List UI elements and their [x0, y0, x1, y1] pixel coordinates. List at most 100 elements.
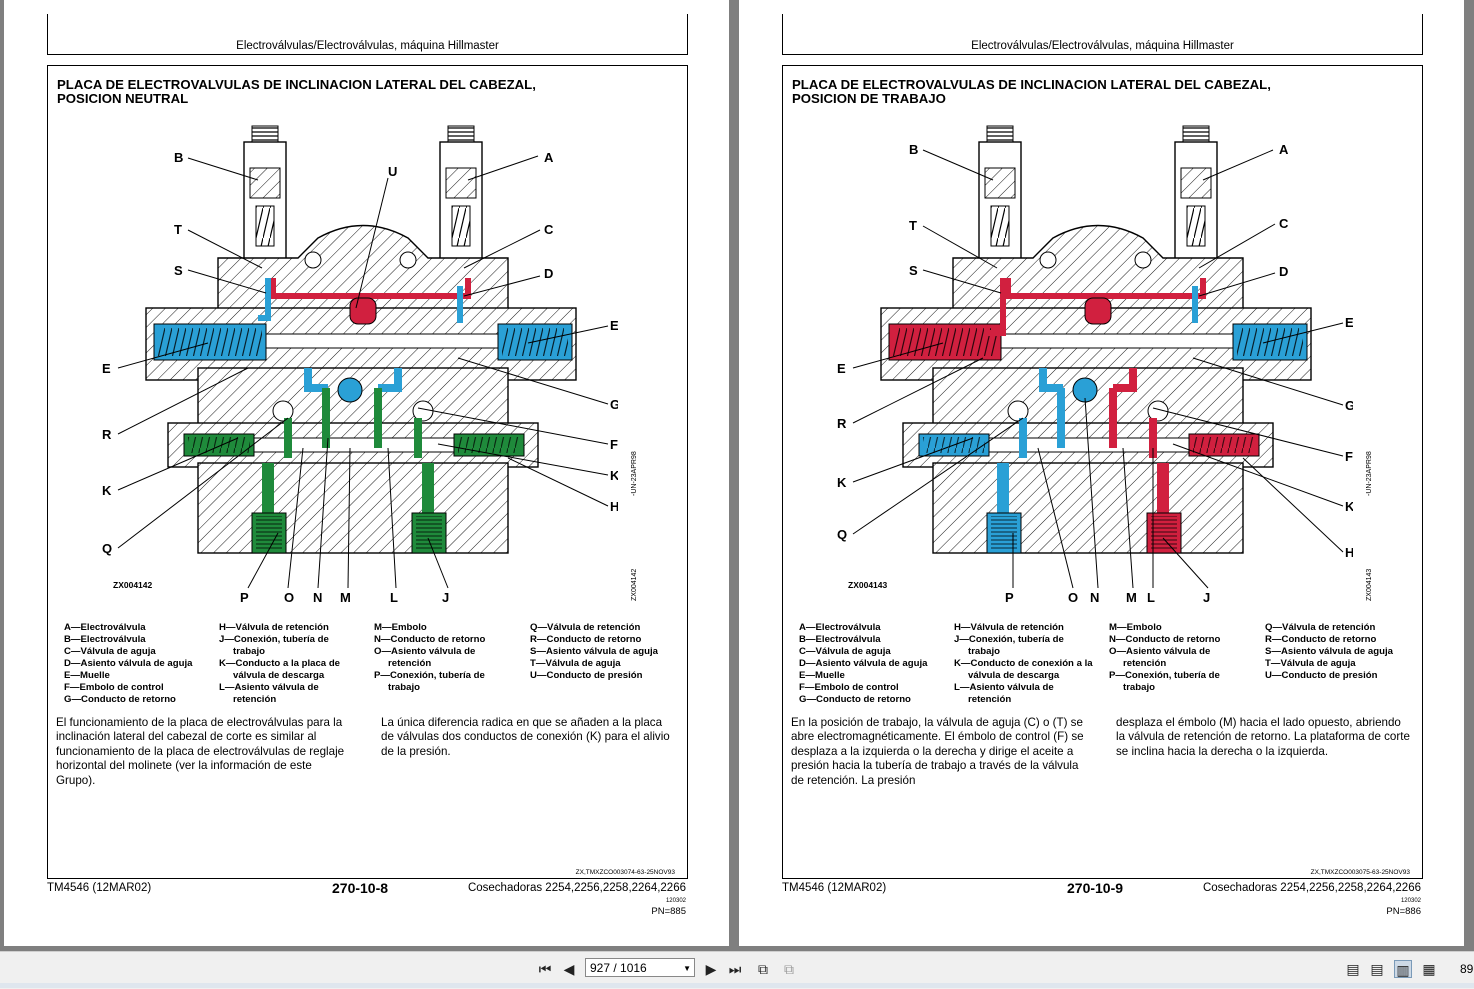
callout-e-left: E — [837, 361, 846, 376]
legend-item: J—Conexión, tubería de trabajo — [954, 634, 1064, 657]
footer-manual-id: TM4546 (12MAR02) — [782, 882, 887, 894]
callout-l: L — [390, 590, 398, 605]
section-title: PLACA DE ELECTROVALVULAS DE INCLINACION … — [57, 78, 657, 106]
section-title-line1: PLACA DE ELECTROVALVULAS DE INCLINACION … — [792, 77, 1271, 92]
single-page-icon: ▤ — [1346, 961, 1360, 977]
continuous-view-button[interactable]: ▤ — [1368, 960, 1386, 978]
figure-side-id: ZX004142 — [631, 568, 638, 601]
last-page-icon: ⏭ — [728, 961, 742, 977]
legend-item: B—Electroválvula — [64, 634, 146, 645]
fit-width-button[interactable]: ⧉ — [780, 960, 798, 978]
legend-item: L—Asiento válvula de retención — [219, 682, 319, 705]
callout-t: T — [909, 218, 917, 233]
legend-column-1: A—Electroválvula B—Electroválvula C—Válv… — [799, 622, 949, 706]
two-page-icon: ▥ — [1396, 962, 1410, 978]
legend-item: R—Conducto de retorno — [530, 634, 642, 645]
footer-date: 120302 — [665, 898, 686, 904]
footer-pn: PN=886 — [1386, 906, 1421, 917]
two-page-continuous-icon: ▦ — [1422, 961, 1436, 977]
figure-id: ZX004143 — [848, 580, 888, 590]
valve-diagram-working: B A T C S D E E R G K F Q K H P O N M L — [837, 125, 1353, 605]
first-page-icon: ⏮ — [538, 961, 552, 977]
content-frame: PLACA DE ELECTROVALVULAS DE INCLINACION … — [782, 65, 1423, 879]
last-page-button[interactable]: ⏭ — [726, 960, 744, 978]
running-head: Electroválvulas/Electroválvulas, máquina… — [971, 40, 1234, 52]
footer-date: 120302 — [1400, 898, 1421, 904]
fit-page-button[interactable]: ⧉ — [754, 960, 772, 978]
previous-page-button[interactable]: ◀ — [560, 960, 578, 978]
legend-item: E—Muelle — [64, 670, 110, 681]
legend-item: K—Conducto a la placa de válvula de desc… — [219, 658, 341, 681]
reference-code: ZX,TMXZCO003075-63-25NOV93 — [1310, 869, 1410, 876]
zoom-level[interactable]: 89 — [1460, 962, 1474, 976]
callout-e-right: E — [1345, 315, 1353, 330]
legend-item: M—Embolo — [374, 622, 427, 633]
legend-item: T—Válvula de aguja — [530, 658, 621, 669]
legend-item: M—Embolo — [1109, 622, 1162, 633]
figure-id: ZX004142 — [113, 580, 153, 590]
callout-e-left: E — [102, 361, 111, 376]
callout-j: J — [442, 590, 449, 605]
legend-item: Q—Válvula de retención — [1265, 622, 1376, 633]
control-spool — [1000, 333, 1234, 349]
figure-side-code: -UN-23APR98 — [1366, 451, 1373, 496]
legend-column-3: M—Embolo N—Conducto de retorno O—Asiento… — [374, 622, 514, 694]
next-page-button[interactable]: ▶ — [702, 960, 720, 978]
callout-n: N — [1090, 590, 1099, 605]
solenoid-a — [1174, 125, 1218, 273]
legend-item: C—Válvula de aguja — [799, 646, 891, 657]
callout-g: G — [1345, 398, 1353, 413]
footer-models: Cosechadoras 2254,2256,2258,2264,2266 — [1202, 882, 1421, 894]
dropdown-arrow-icon: ▼ — [683, 964, 691, 973]
callout-t: T — [174, 222, 182, 237]
two-page-view-button[interactable]: ▥ — [1394, 960, 1412, 978]
legend-item: N—Conducto de retorno — [374, 634, 486, 645]
callout-h: H — [610, 499, 618, 514]
callout-h: H — [1345, 545, 1353, 560]
legend-item: G—Conducto de retorno — [64, 694, 176, 705]
callout-u: U — [388, 164, 397, 179]
callout-q: Q — [837, 527, 847, 542]
page-number-value: 927 / 1016 — [590, 961, 647, 975]
callout-r: R — [837, 416, 847, 431]
control-spool — [265, 333, 499, 349]
pressure-port-u — [349, 297, 377, 325]
legend-item: U—Conducto de presión — [530, 670, 643, 681]
viewer-toolbar: ⏮ ◀ 927 / 1016 ▼ ▶ ⏭ ⧉ ⧉ ▤ ▤ ▥ ▦ 89 — [0, 951, 1474, 989]
callout-b: B — [909, 142, 918, 157]
legend-item: R—Conducto de retorno — [1265, 634, 1377, 645]
single-page-view-button[interactable]: ▤ — [1344, 960, 1362, 978]
callout-r: R — [102, 427, 112, 442]
callout-a: A — [544, 150, 554, 165]
legend-column-3: M—Embolo N—Conducto de retorno O—Asiento… — [1109, 622, 1249, 694]
two-page-continuous-view-button[interactable]: ▦ — [1420, 960, 1438, 978]
callout-l: L — [1147, 590, 1155, 605]
first-page-button[interactable]: ⏮ — [536, 960, 554, 978]
page-number-select[interactable]: 927 / 1016 ▼ — [585, 958, 695, 977]
legend-item: O—Asiento válvula de retención — [1109, 646, 1211, 669]
legend-item: K—Conducto de conexión a la válvula de d… — [954, 658, 1093, 681]
legend-item: S—Asiento válvula de aguja — [530, 646, 658, 657]
legend-column-2: H—Válvula de retención J—Conexión, tuber… — [954, 622, 1094, 706]
section-title-line2: POSICION NEUTRAL — [57, 91, 189, 106]
legend-item: F—Embolo de control — [799, 682, 899, 693]
pressure-port — [1084, 297, 1112, 325]
section-title-line2: POSICION DE TRABAJO — [792, 91, 946, 106]
callout-d: D — [1279, 264, 1288, 279]
callout-s: S — [909, 263, 918, 278]
footer-models: Cosechadoras 2254,2256,2258,2264,2266 — [467, 882, 686, 894]
legend-item: T—Válvula de aguja — [1265, 658, 1356, 669]
legend-item: D—Asiento válvula de aguja — [64, 658, 193, 669]
running-head: Electroválvulas/Electroválvulas, máquina… — [236, 40, 499, 52]
callout-k-left: K — [837, 475, 847, 490]
reference-code: ZX,TMXZCO003074-63-25NOV93 — [575, 869, 675, 876]
footer-page-number: 270-10-9 — [1067, 880, 1124, 896]
legend-item: A—Electroválvula — [799, 622, 881, 633]
previous-page-icon: ◀ — [563, 961, 575, 977]
legend-item: P—Conexión, tubería de trabajo — [1109, 670, 1220, 693]
legend-column-2: H—Válvula de retención J—Conexión, tuber… — [219, 622, 359, 706]
legend-item: N—Conducto de retorno — [1109, 634, 1221, 645]
taskbar-strip — [0, 983, 1474, 988]
legend-item: G—Conducto de retorno — [799, 694, 911, 705]
callout-c: C — [1279, 216, 1289, 231]
